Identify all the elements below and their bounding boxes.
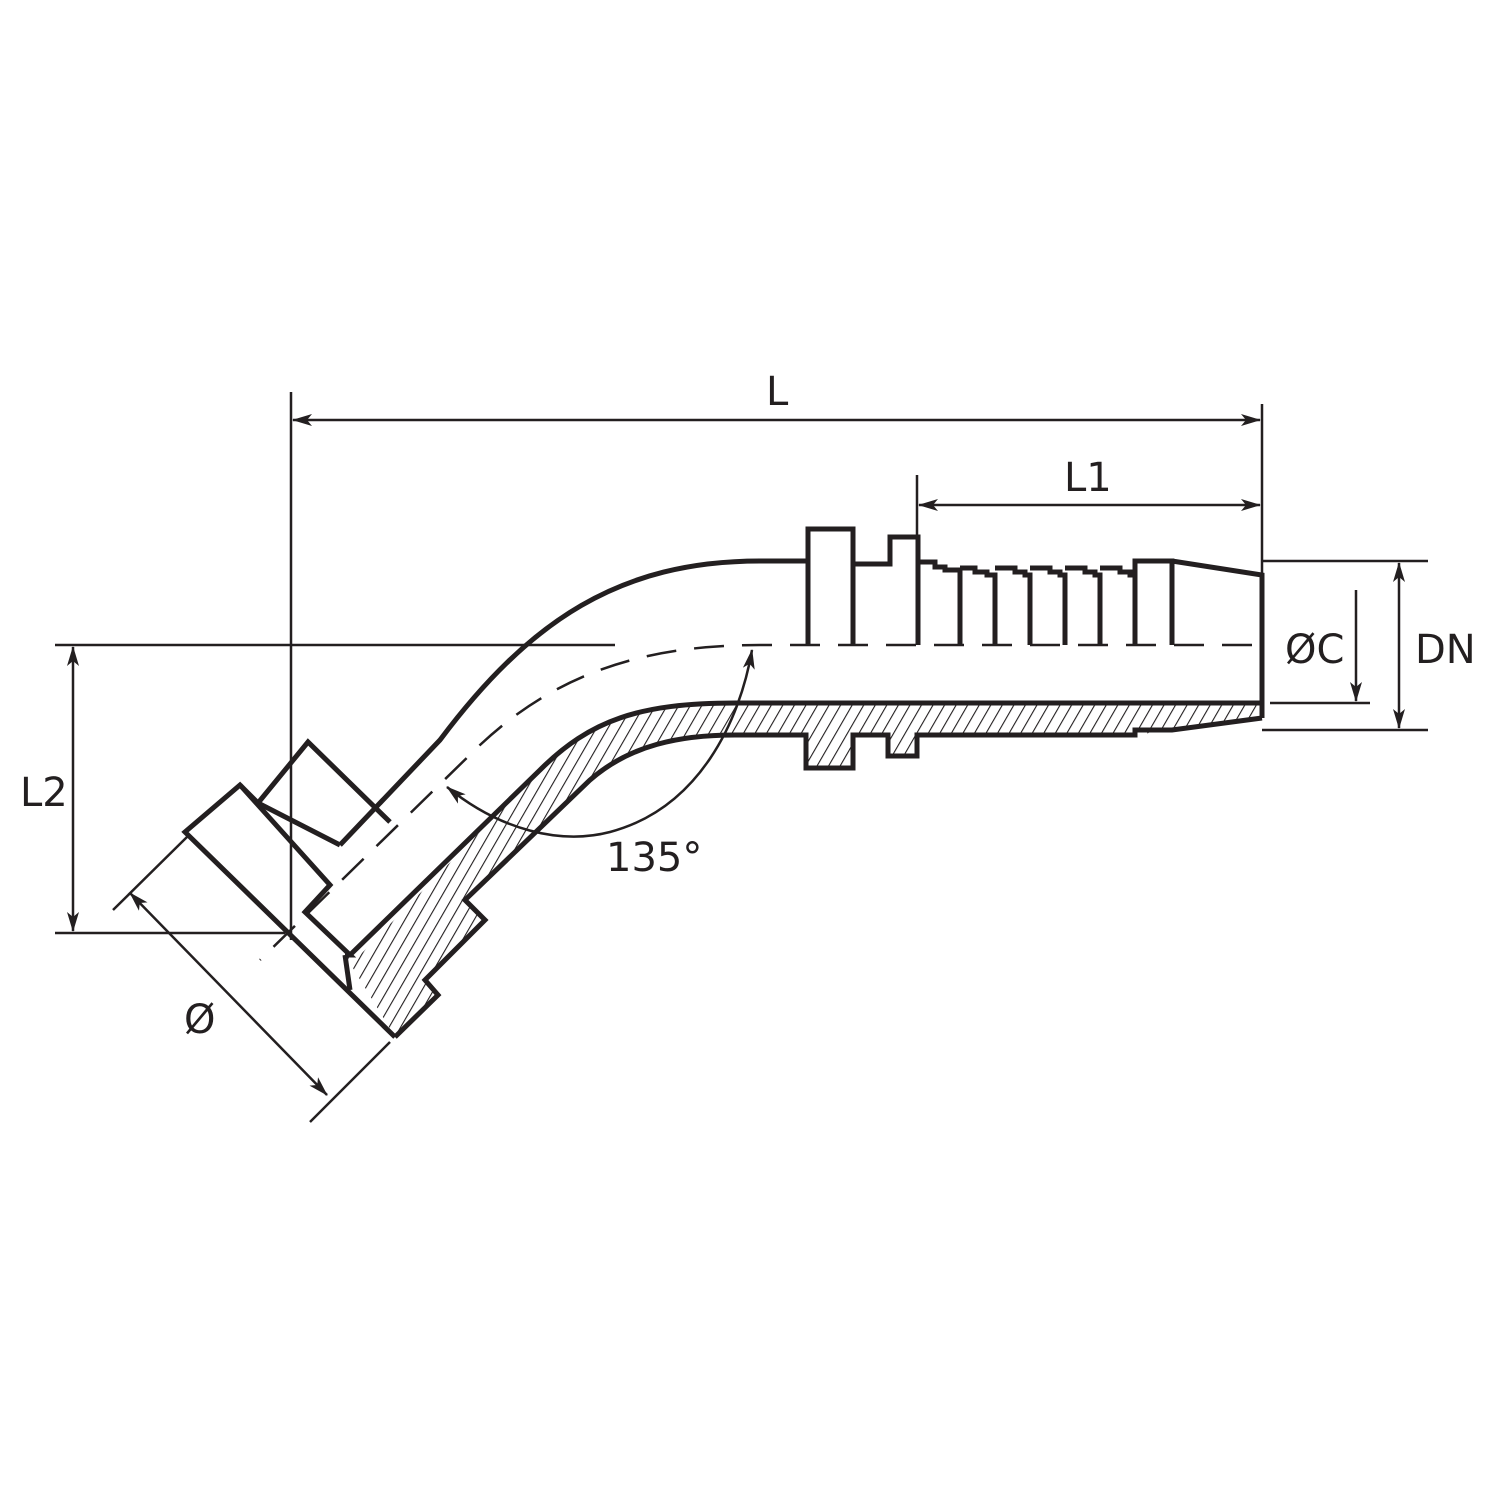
- dim-label-L1: L1: [1064, 455, 1112, 501]
- collar-ring-1: [805, 526, 856, 645]
- body-outline-top: [338, 558, 808, 847]
- dim-label-DN: DN: [1415, 627, 1476, 673]
- dim-label-L: L: [766, 369, 789, 415]
- flange-inner: [342, 954, 353, 991]
- dim-label-C: ØC: [1285, 627, 1345, 673]
- centerline: [259, 643, 1252, 961]
- hatched-wall-section: [345, 703, 1262, 1037]
- bore-line: [348, 700, 1262, 957]
- extension-lines: [55, 392, 1428, 1123]
- flange-face: [256, 800, 342, 848]
- collar-ring-2: [853, 534, 921, 645]
- flange-step: [238, 783, 357, 958]
- body-outline-bottom: [393, 715, 1263, 1039]
- dimension-lines: [67, 414, 1405, 1096]
- dim-label-diameter: Ø: [184, 997, 216, 1043]
- dim-label-angle: 135°: [606, 835, 703, 881]
- dim-label-L2: L2: [20, 770, 68, 816]
- barb-profile-top: [918, 558, 1265, 718]
- dim-diameter-line: [129, 892, 328, 1096]
